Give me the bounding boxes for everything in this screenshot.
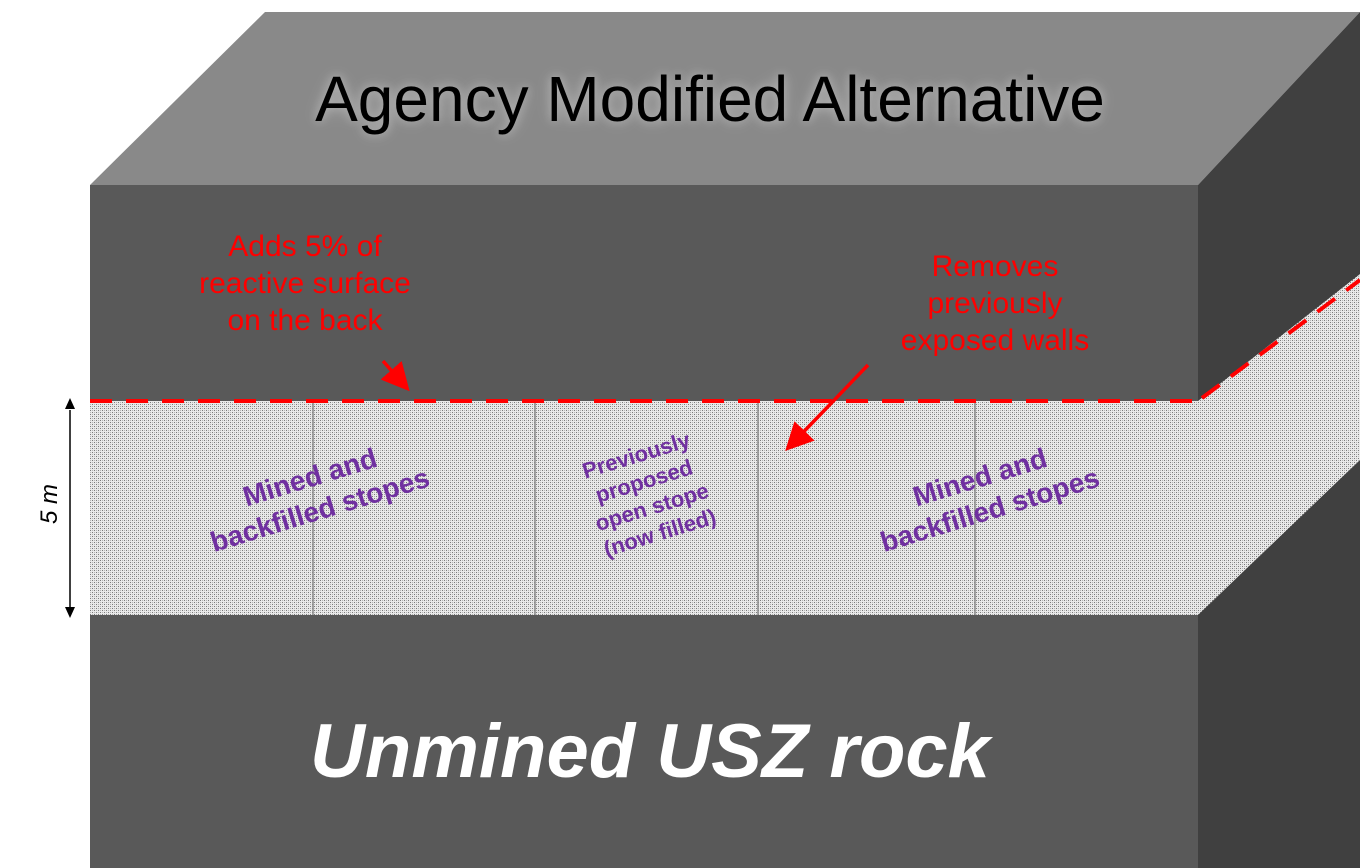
back-surface-annotation: Adds 5% of reactive surface on the back	[160, 228, 450, 339]
stope-dividers	[312, 401, 976, 615]
walls-annotation-line-3: exposed walls	[900, 324, 1090, 357]
stope-layer-side	[1198, 274, 1360, 615]
block-top-face	[90, 12, 1360, 185]
exposed-walls-annotation: Removes previously exposed walls	[860, 248, 1130, 359]
walls-annotation-arrow	[785, 363, 870, 452]
walls-annotation-line-2: previously	[927, 287, 1063, 320]
back-annotation-arrow	[380, 359, 410, 392]
diagram-title: Agency Modified Alternative	[315, 63, 1105, 135]
back-annotation-line-2: reactive surface	[199, 267, 411, 300]
unmined-rock-label: Unmined USZ rock	[310, 709, 990, 794]
stope-layer	[90, 401, 1198, 615]
thickness-label: 5 m	[36, 484, 63, 525]
walls-annotation-line-1: Removes	[931, 250, 1059, 283]
thickness-dimension-arrow	[65, 398, 75, 618]
back-annotation-line-1: Adds 5% of	[228, 230, 382, 263]
back-annotation-line-3: on the back	[227, 304, 383, 337]
side-surface-dashed-line	[1200, 278, 1360, 400]
